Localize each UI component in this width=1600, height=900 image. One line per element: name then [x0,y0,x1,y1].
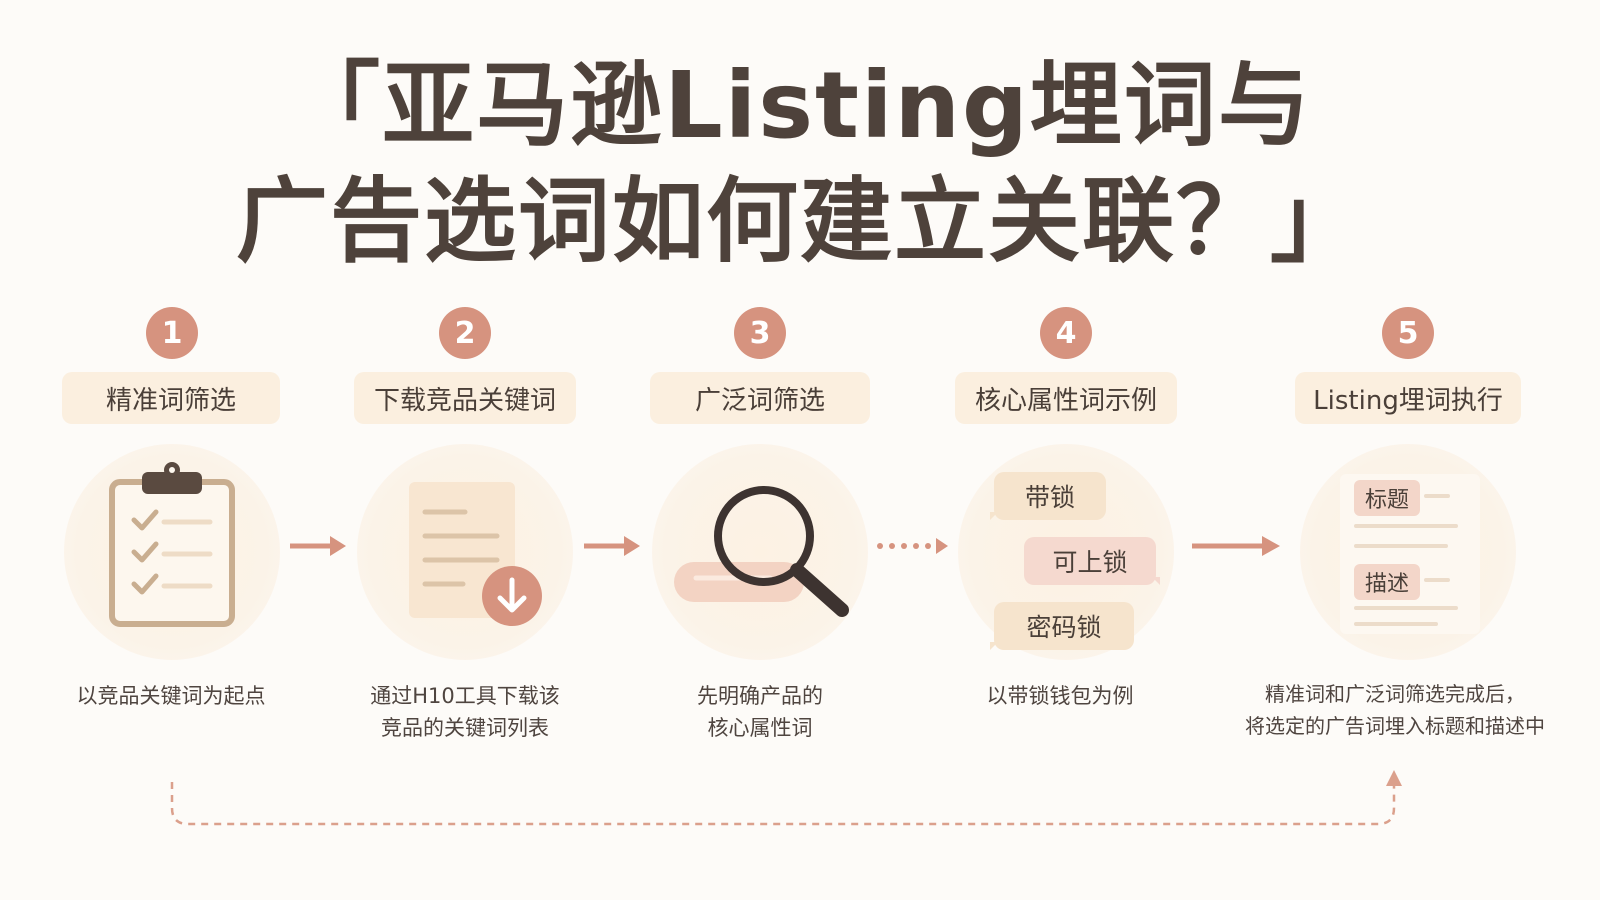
title-line-2: 广告选词如何建立关联？」 [235,168,1364,275]
step-3-description: 先明确产品的 核心属性词 [697,684,823,740]
step-3-label: 广泛词筛选 [650,372,870,424]
step-3-number: 3 [734,307,786,359]
step-1-description: 以竞品关键词为起点 [76,684,266,708]
arrow-right-icon [1192,536,1280,556]
magnifier-icon [652,444,868,660]
step-4-number: 4 [1040,307,1092,359]
step-2-label: 下载竞品关键词 [354,372,576,424]
step-4-description: 以带锁钱包为例 [986,684,1134,708]
keyword-chip: 密码锁 [990,602,1134,650]
document-download-icon [357,444,573,660]
arrow-right-icon [290,536,346,556]
step-1-number: 1 [146,307,198,359]
step-2-number: 2 [439,307,491,359]
dotted-arrow-right-icon [877,538,948,554]
step-5-label: Listing埋词执行 [1295,372,1521,424]
title-line-1: 「亚马逊Listing埋词与 [288,52,1312,159]
step-4-label: 核心属性词示例 [955,372,1177,424]
keyword-chip: 可上锁 [1024,537,1160,585]
step-1-label: 精准词筛选 [62,372,280,424]
title-tag: 标题 [1354,480,1420,516]
page-title: 「亚马逊Listing埋词与 广告选词如何建立关联？」 [0,48,1600,280]
clipboard-checklist-icon [64,444,280,660]
description-tag: 描述 [1354,564,1420,600]
arrow-right-icon [584,536,640,556]
step-2-description: 通过H10工具下载该 竞品的关键词列表 [370,684,560,740]
step-5-number: 5 [1382,307,1434,359]
keyword-chip: 带锁 [990,472,1106,520]
step-5-description: 精准词和广泛词筛选完成后， 将选定的广告词埋入标题和描述中 [1245,682,1545,738]
